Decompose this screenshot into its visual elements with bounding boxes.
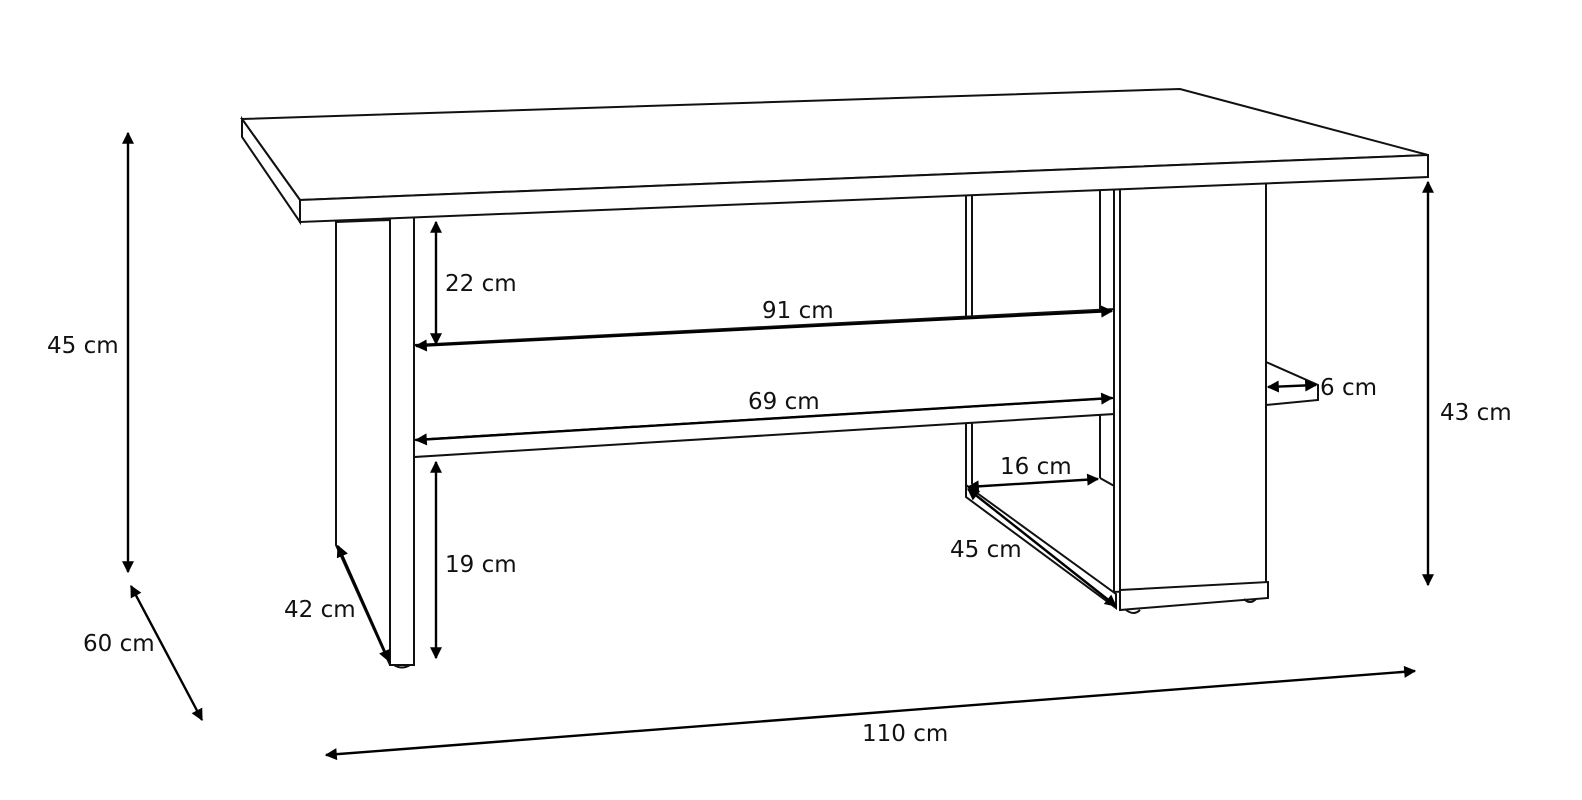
label-leg-depth: 42 cm [284,597,356,623]
arrow-inner-shelf [966,473,1100,493]
arrow-lower-shelf [414,392,1114,446]
label-depth: 60 cm [83,631,155,657]
arrow-upper-shelf [414,305,1114,352]
arrow-leg-depth [336,544,391,663]
label-overall-height: 45 cm [47,333,119,359]
arrow-side-shelf [1266,379,1318,393]
arrow-bottom-shelf [967,488,1117,607]
label-top-to-shelf: 22 cm [445,271,517,297]
dimension-arrows [122,131,1434,761]
label-inner-shelf: 16 cm [1000,454,1072,480]
label-lower-shelf: 69 cm [748,389,820,415]
arrow-depth [129,584,204,722]
label-floor-to-shelf: 19 cm [445,552,517,578]
arrow-width [324,665,1417,761]
label-side-shelf: 6 cm [1320,375,1377,401]
label-bottom-shelf: 45 cm [950,537,1022,563]
label-width: 110 cm [862,721,949,747]
table-structure [240,87,1429,669]
label-upper-shelf: 91 cm [762,298,834,324]
label-right-height: 43 cm [1440,400,1512,426]
